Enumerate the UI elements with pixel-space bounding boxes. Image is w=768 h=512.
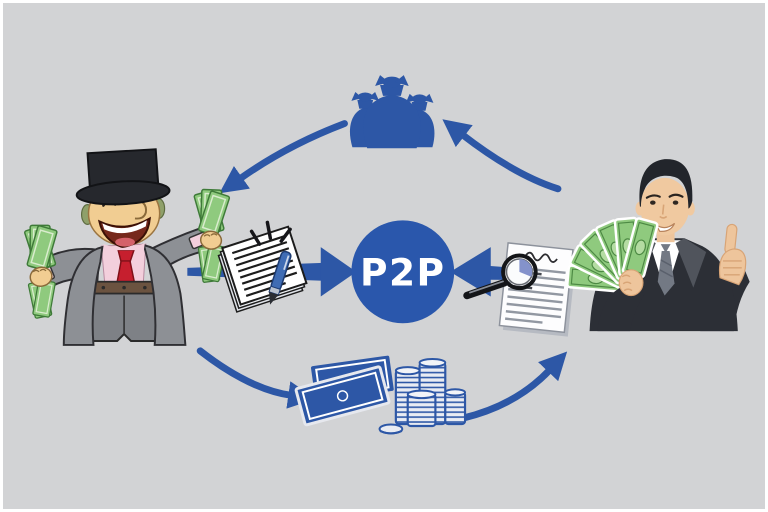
illustration-canvas: P2P [23, 75, 750, 435]
jacket-right [142, 243, 187, 346]
hand-holding-fan [618, 269, 644, 297]
pie-chart [505, 258, 533, 286]
arrow-right-man-to-bags [442, 119, 562, 193]
signature-squiggle [524, 251, 558, 263]
arrow-coins-to-right-man [459, 351, 568, 422]
emphasis-marks [249, 220, 292, 246]
arrow-bags-to-left-man [219, 120, 348, 194]
p2p-label: P2P [360, 251, 446, 295]
jacket-left [62, 245, 104, 346]
top-hat-icon [75, 148, 171, 206]
magnifier-icon [463, 253, 538, 300]
money-bags-icon [349, 75, 435, 149]
thumbs-up-hand [718, 223, 747, 286]
cash-bundle-right [193, 188, 231, 284]
pen-icon [268, 250, 292, 305]
banknote-front [294, 365, 391, 427]
contract-pen-icon [217, 220, 308, 313]
cash-bundle-left [23, 224, 59, 320]
hair [639, 159, 693, 209]
banknotes-coins-icon [294, 355, 467, 435]
document-magnifier-icon [463, 242, 577, 337]
arrow-left-man-to-coins [196, 347, 316, 409]
sleeve [597, 285, 645, 332]
businessman-thumbs-up-icon [565, 159, 750, 332]
smile [655, 222, 676, 232]
coin-stacks [378, 357, 467, 435]
rich-man-with-cash-icon [23, 148, 231, 346]
p2p-center-node: P2P [351, 220, 455, 324]
single-coin [378, 423, 404, 435]
